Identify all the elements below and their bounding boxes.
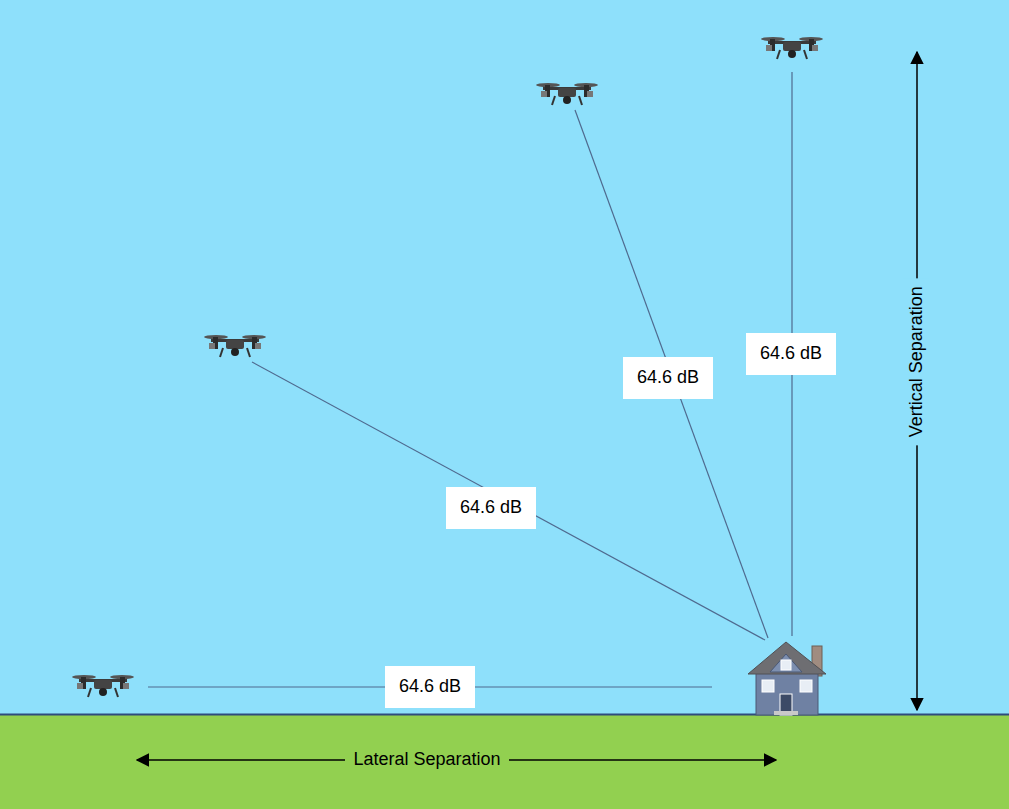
house-roof (748, 642, 826, 674)
drone (761, 37, 823, 59)
level-label: 64.6 dB (385, 666, 475, 708)
house-window (781, 660, 791, 670)
house-gable (770, 654, 802, 672)
house-wall (756, 670, 818, 715)
dimension-label: Lateral Separation (345, 747, 508, 773)
level-label: 64.6 dB (623, 357, 713, 399)
house (748, 642, 826, 715)
house-step (774, 711, 798, 715)
drone (204, 335, 266, 357)
sight-line (252, 362, 765, 640)
sight-line (575, 110, 768, 638)
level-label: 64.6 dB (746, 333, 836, 375)
drone (72, 675, 134, 697)
drone (536, 83, 598, 105)
house-window (762, 680, 774, 692)
level-label: 64.6 dB (446, 487, 536, 529)
dimension-label: Vertical Separation (904, 278, 930, 445)
horizon-line (0, 714, 1009, 716)
ground (0, 715, 1009, 809)
sky (0, 0, 1009, 715)
house-window (800, 680, 812, 692)
